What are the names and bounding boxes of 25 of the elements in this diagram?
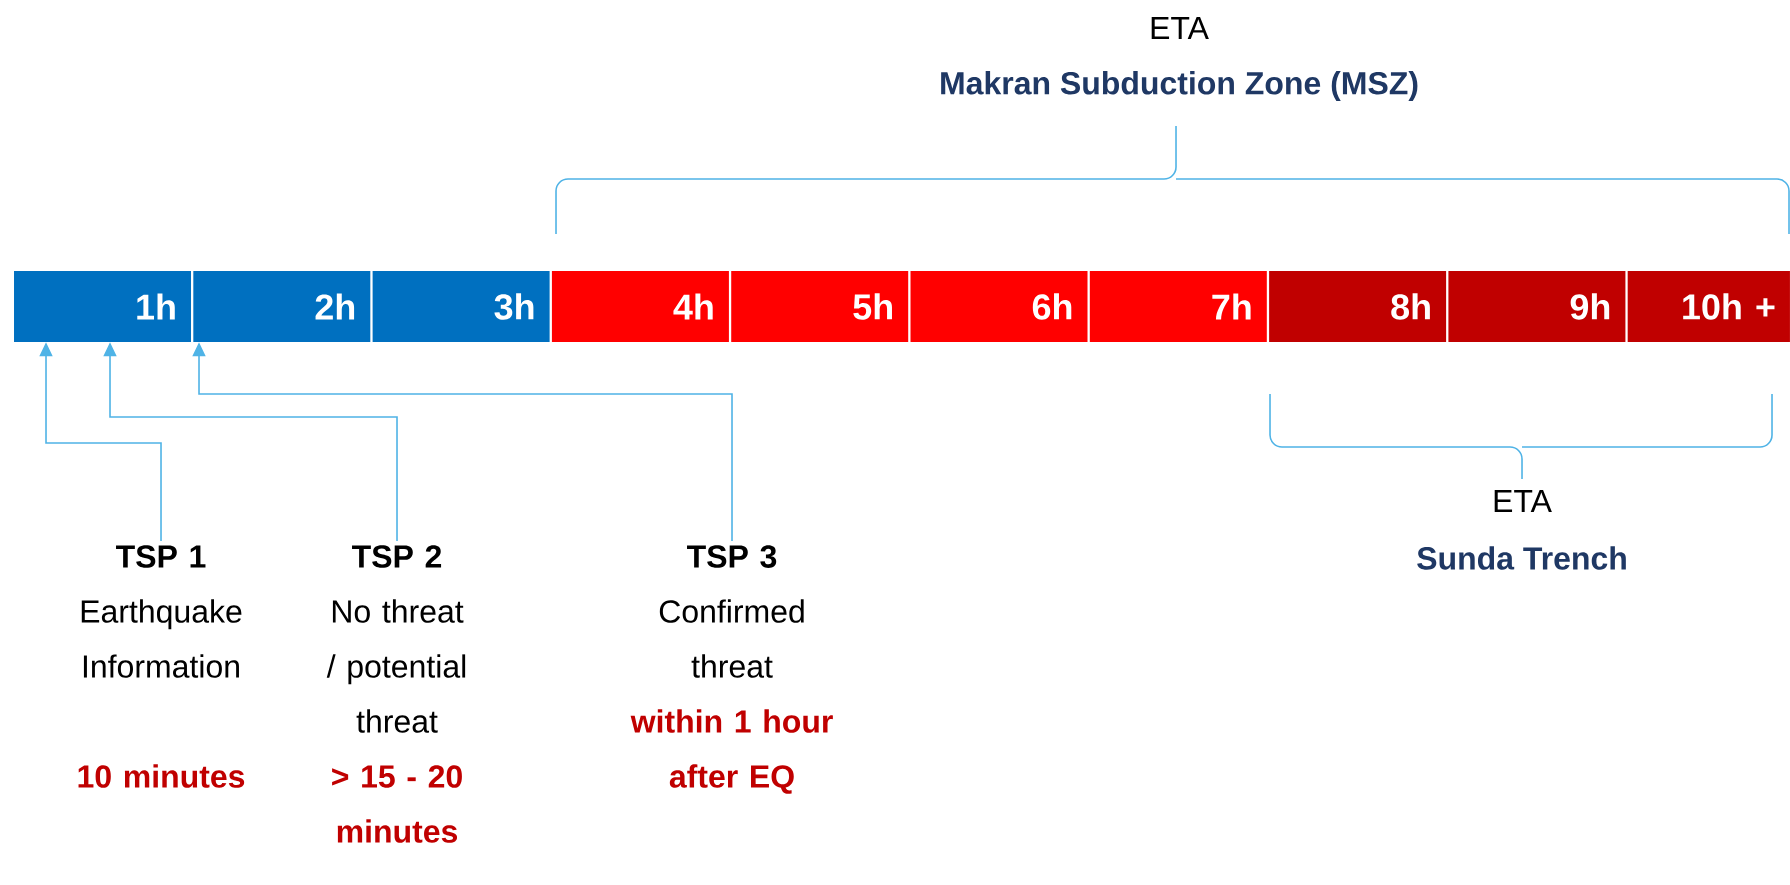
eta-label: ETA: [1151, 17, 1209, 39]
time-segment: 5h: [731, 271, 909, 342]
time-segment: 10h +: [1627, 271, 1790, 342]
zone-label: Sunda Trench: [1417, 546, 1626, 570]
time-segment: 1h: [14, 271, 191, 342]
time-segment: 4h: [551, 271, 729, 342]
time-segment: 6h: [910, 271, 1088, 342]
node-label: 2h: [315, 293, 355, 320]
step-text: TSP 3 Confirmed threat within 1 hour after EQ: [630, 545, 833, 794]
node-label: 10h +: [1683, 293, 1775, 320]
step-text: TSP 2 No threat / potential threat > 15 - 20 minutes: [326, 545, 466, 843]
node-label: 5h: [853, 293, 892, 320]
node-label: 7h: [1212, 293, 1251, 320]
node-label: 8h: [1391, 293, 1430, 320]
time-segment: 7h: [1089, 271, 1267, 342]
zone-label: Makran Subduction Zone (MSZ): [941, 71, 1418, 101]
time-segment: 2h: [193, 271, 371, 342]
eta-label: ETA: [1494, 490, 1552, 512]
time-segment: 9h: [1448, 271, 1626, 342]
time-segment: 8h: [1269, 271, 1447, 342]
time-segment: 3h: [372, 271, 550, 342]
step-text: TSP 1 Earthquake Information 10 minutes: [78, 545, 245, 788]
node-label: 6h: [1032, 293, 1072, 320]
node-label: 9h: [1570, 293, 1610, 320]
node-label: 3h: [494, 293, 534, 320]
